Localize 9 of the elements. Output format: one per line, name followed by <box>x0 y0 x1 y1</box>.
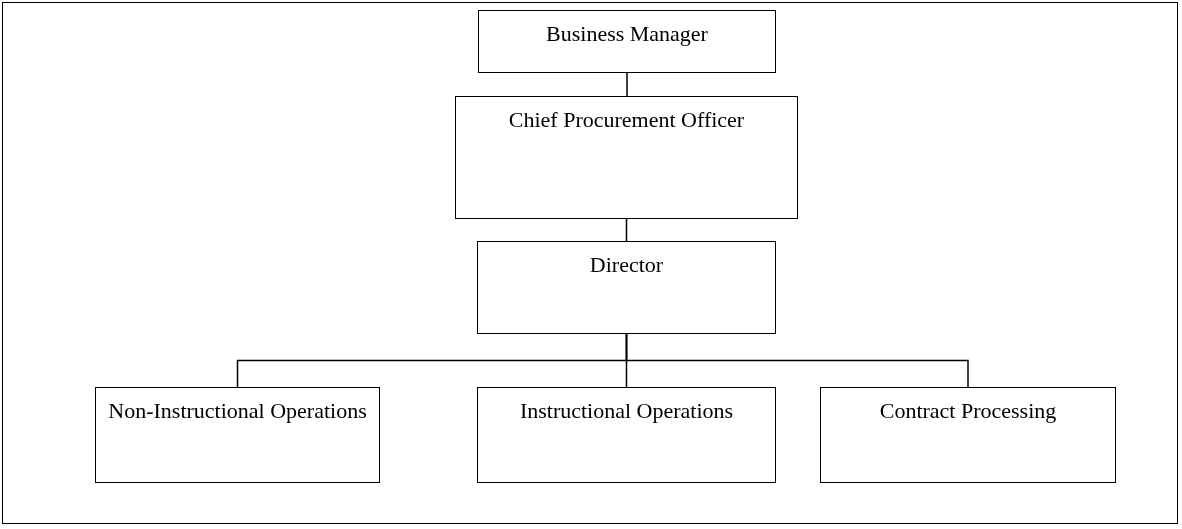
org-box: Instructional Operations <box>477 387 776 483</box>
org-box: Director <box>477 241 776 334</box>
connector-line <box>625 218 628 242</box>
connector-line <box>625 333 969 388</box>
org-box: Chief Procurement Officer <box>455 96 798 219</box>
org-box: Business Manager <box>478 10 776 73</box>
connector-line <box>626 72 628 97</box>
org-box: Contract Processing <box>820 387 1116 483</box>
org-box: Non-Instructional Operations <box>95 387 380 483</box>
